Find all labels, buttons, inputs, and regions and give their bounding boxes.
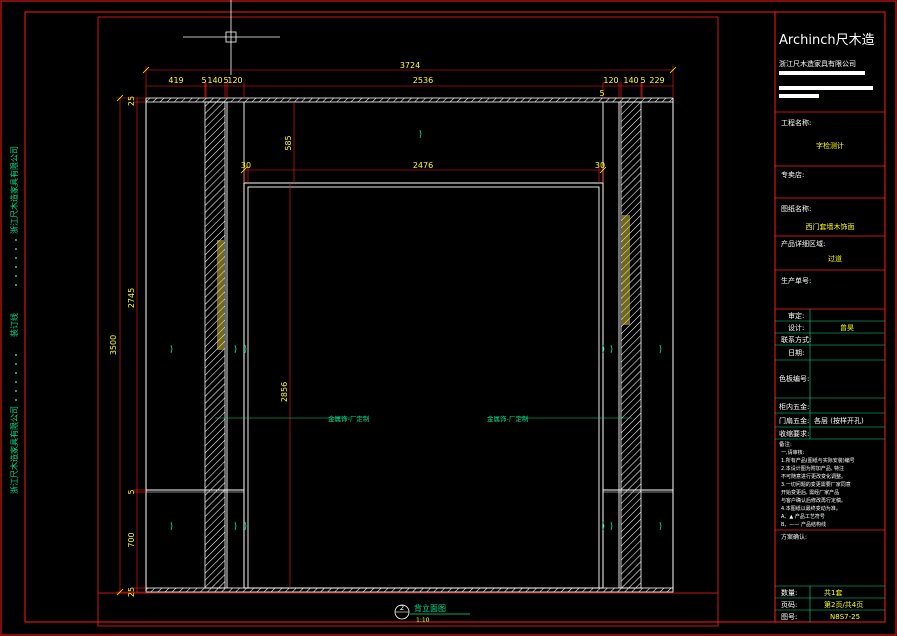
bottom-value-0: 共1套 <box>824 588 842 597</box>
dim-upper-gap: 585 <box>284 135 293 150</box>
row-label-6: 门扇五金: <box>779 416 809 425</box>
left-pillar <box>204 101 226 589</box>
dim-height-total: 3500 <box>109 335 118 355</box>
door-frame-inner <box>247 186 600 589</box>
project-label: 工程名称: <box>781 118 811 127</box>
drawing-viewport-frame <box>97 16 719 627</box>
binding-strip: 浙江尺木造家具有限公司 装订线 浙江尺木造家具有限公司 <box>9 146 19 494</box>
note-line-3: 不可随意进行更改变化调整。 <box>781 473 846 480</box>
brand-logo: Archinch尺木造 <box>779 33 875 48</box>
note-line-6: 与客户确认后修改再行定稿。 <box>781 497 846 504</box>
notes-label: 备注: <box>779 440 792 448</box>
row-label-7: 收缩要求: <box>779 429 809 438</box>
note-line-0: 一,请审核: <box>781 449 805 456</box>
drawing-label: 图纸名称: <box>781 204 811 213</box>
dim-door-height: 2856 <box>280 382 289 402</box>
dim-left-0: 25 <box>127 96 136 106</box>
dim-total-width: 3724 <box>400 61 420 70</box>
drawing-caption: 2 背立面图 1:10 <box>394 603 470 624</box>
dim-seg-10: 229 <box>649 76 664 85</box>
bottom-label-1: 页码: <box>781 601 797 609</box>
elevation-drawing: 金属饰-厂定制 金属饰-厂定制 <box>145 97 674 593</box>
dim-seg-5: 2536 <box>413 76 433 85</box>
note-line-5: 开始变更后, 需经厂家产品 <box>781 489 839 496</box>
bottom-label-2: 图号: <box>781 613 797 621</box>
dim-seg-4: 120 <box>227 76 242 85</box>
row-label-5: 柜内五金: <box>779 402 809 411</box>
sheet-border-inner <box>24 11 886 623</box>
legend-2: B、—— 产品结构线 <box>781 521 826 528</box>
dimensions <box>116 66 674 593</box>
right-material-label: 金属饰-厂定制 <box>487 414 529 423</box>
right-pillar <box>620 101 642 589</box>
project-value: 字检测计 <box>816 141 844 150</box>
dim-left-3: 700 <box>127 532 136 547</box>
dim-seg-1: 5 <box>201 76 206 85</box>
dim-seg-3: 5 <box>223 76 228 85</box>
caption-title: 背立面图 <box>414 603 446 613</box>
dim-seg-7: 120 <box>603 76 618 85</box>
door-frame-outer <box>243 182 604 589</box>
row-value-6: 各层 (按样开孔) <box>814 416 864 425</box>
base-strip <box>145 587 674 593</box>
dim-left-4: 25 <box>127 587 136 597</box>
side-binding-label: 装订线 <box>9 313 19 337</box>
row-label-0: 审定: <box>788 311 804 320</box>
dim-seg-0: 419 <box>168 76 183 85</box>
drawing-value: 西门套墙木饰面 <box>806 222 855 231</box>
caption-scale: 1:10 <box>416 617 430 624</box>
dimension-ticks <box>116 66 677 596</box>
left-material-label: 金属饰-厂定制 <box>328 414 370 423</box>
bottom-rows: 数量: 共1套 页码: 第2页/共4页 图号: N8S7-25 <box>775 585 885 622</box>
crosshair-cursor-icon[interactable] <box>183 0 280 75</box>
dim-seg-2: 140 <box>207 76 222 85</box>
order-label: 生产单号: <box>781 276 811 285</box>
legend-1: A、▲ 产品工艺符号 <box>781 513 825 520</box>
row-label-2: 联系方式: <box>781 335 811 344</box>
zone-label: 产品详细区域: <box>781 239 825 248</box>
note-line-4: 3.一切问题的变更需要厂家同意 <box>781 481 851 488</box>
note-line-7: 4.本图纸以最终变动为准。 <box>781 505 841 512</box>
row-label-4: 色板编号: <box>779 374 809 383</box>
dim-seg-6: 5 <box>599 89 604 98</box>
dim-seg-9: 5 <box>640 76 645 85</box>
confirm-label: 方案确认: <box>781 533 807 541</box>
company-name: 浙江尺木造家具有限公司 <box>779 59 856 68</box>
dim-inner-right: 30 <box>595 161 605 170</box>
note-line-1: 1.所有产品(图纸与实际安装)编号 <box>781 457 855 464</box>
dimension-labels: 3724 419 5 140 5 120 2536 5 120 140 5 22… <box>109 61 665 597</box>
client-label: 专卖店: <box>781 170 804 179</box>
note-line-2: 2.本设计图为附加产品, 特注 <box>781 465 844 472</box>
dim-inner-left: 30 <box>241 161 251 170</box>
row-label-3: 日期: <box>788 349 804 357</box>
dim-left-2: 5 <box>127 489 136 494</box>
zone-value: 过道 <box>828 254 842 263</box>
dim-seg-8: 140 <box>623 76 638 85</box>
info-rows: 审定: 设计: 曾昊 联系方式: 日期: 色板编号: 柜内五金: 门扇五金: 各… <box>775 309 885 440</box>
bottom-value-2: N8S7-25 <box>830 613 860 621</box>
dim-left-1: 2745 <box>127 288 136 308</box>
caption-number: 2 <box>400 604 404 612</box>
side-company-bottom: 浙江尺木造家具有限公司 <box>9 406 19 494</box>
title-block: Archinch尺木造 浙江尺木造家具有限公司 工程名称: 字检测计 专卖店: … <box>774 11 886 623</box>
top-cornice <box>145 97 674 103</box>
bottom-label-0: 数量: <box>781 588 797 597</box>
dim-inner-opening: 2476 <box>413 161 433 170</box>
notes-block: 备注: 一,请审核: 1.所有产品(图纸与实际安装)编号 2.本设计图为附加产品… <box>779 440 855 528</box>
row-label-1: 设计: <box>788 323 804 332</box>
bottom-value-1: 第2页/共4页 <box>824 600 863 609</box>
row-value-1: 曾昊 <box>840 323 854 332</box>
side-company-top: 浙江尺木造家具有限公司 <box>9 146 19 234</box>
